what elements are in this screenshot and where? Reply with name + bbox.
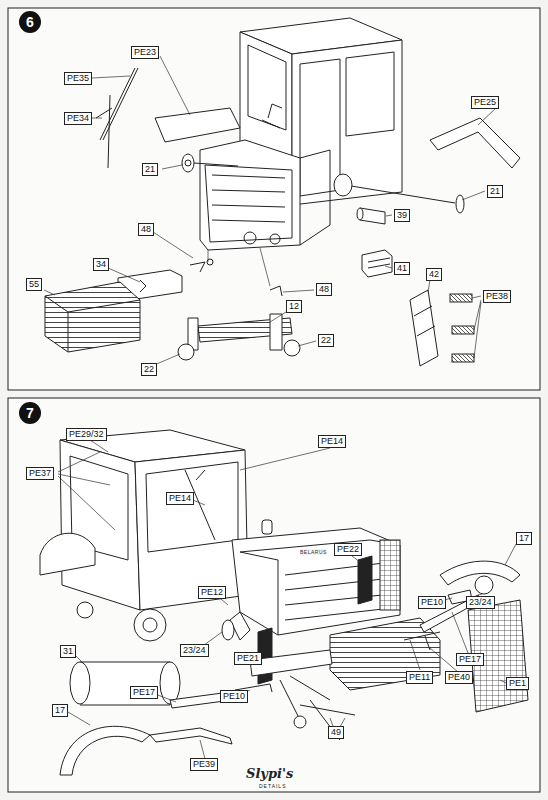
callout-number: PE12	[198, 586, 226, 599]
callout-number: PE22	[334, 543, 362, 556]
callout-number: 34	[93, 258, 109, 271]
brand-name: Slypi's	[246, 766, 293, 781]
callout-number: PE29/32	[66, 428, 107, 441]
callout-number: PE10	[418, 596, 446, 609]
callout-number: 39	[394, 209, 410, 222]
callout-number: 31	[60, 645, 76, 658]
callout-number: PE11	[406, 671, 433, 684]
callout-number: PE1	[506, 677, 529, 690]
callout-number: PE35	[64, 72, 92, 85]
callout-number: 42	[426, 268, 442, 281]
callout-number: 48	[316, 283, 332, 296]
callout-number: 21	[487, 185, 503, 198]
callout-number: PE34	[64, 112, 92, 125]
callout-number: 12	[286, 300, 302, 313]
callout-number: 48	[138, 223, 154, 236]
callout-number: PE10	[220, 690, 248, 703]
callout-number: PE25	[471, 96, 499, 109]
callout-number: 55	[26, 278, 42, 291]
callout-number: PE23	[131, 46, 159, 59]
callout-number: 21	[142, 163, 158, 176]
callout-number: PE14	[318, 435, 346, 448]
callout-number: 22	[318, 334, 334, 347]
callout-number: PE37	[26, 467, 54, 480]
callout-number: 49	[328, 726, 344, 739]
callout-number: 22	[141, 363, 157, 376]
callout-number: PE39	[190, 758, 218, 771]
callout-number: PE17	[130, 686, 158, 699]
callout-number: 41	[394, 262, 410, 275]
callout-number: PE38	[483, 290, 511, 303]
callout-number: 17	[52, 704, 68, 717]
callout-number: PE40	[445, 671, 473, 684]
callout-number: 23/24	[466, 596, 495, 609]
callout-number: PE21	[234, 652, 262, 665]
callout-number: 23/24	[180, 644, 209, 657]
step-number: 6	[19, 11, 41, 33]
step-number: 7	[19, 402, 41, 424]
callout-number: PE14	[166, 492, 194, 505]
callout-number: PE17	[456, 653, 484, 666]
brand-subtitle: DETAILS	[259, 783, 286, 789]
hood-lettering: BELARUS	[300, 549, 327, 555]
callout-number: 17	[516, 532, 532, 545]
